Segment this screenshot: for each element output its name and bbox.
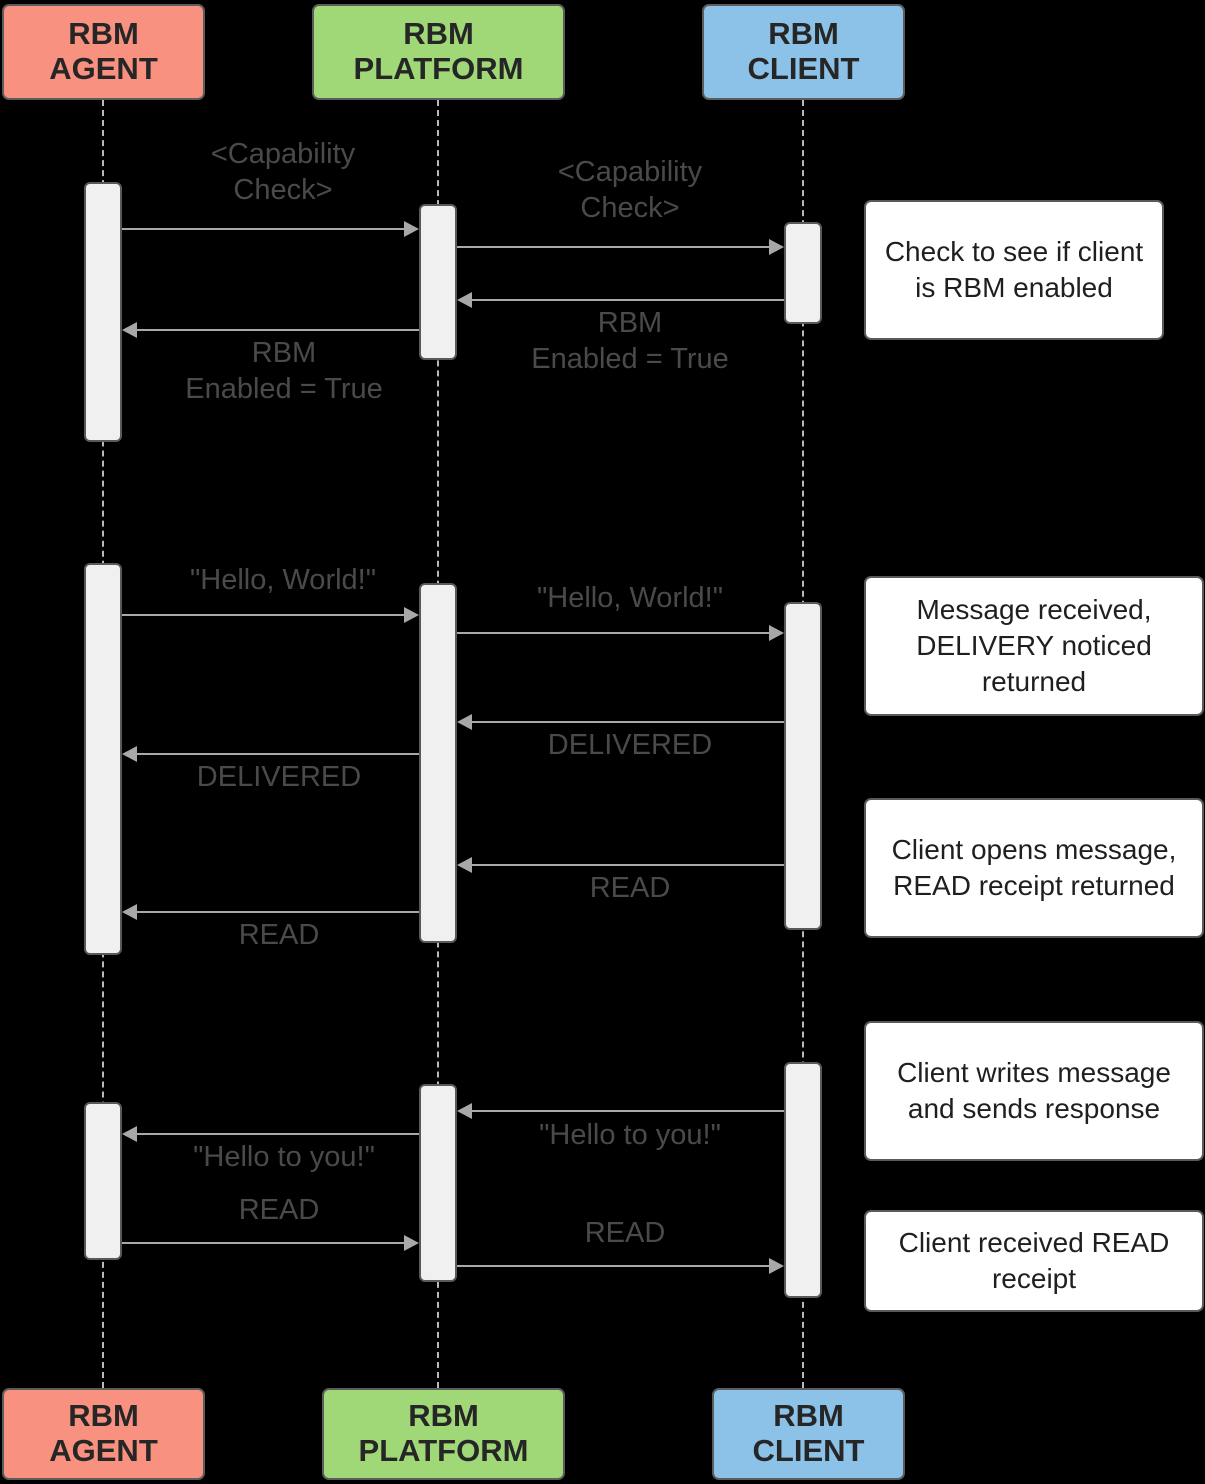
message-label-m7: DELIVERED (547, 729, 713, 761)
message-line-m1 (122, 228, 404, 230)
message-label-m12: "Hello to you!" (193, 1141, 375, 1173)
message-line-m9 (472, 864, 784, 866)
activation-platform-2 (419, 583, 457, 943)
message-arrowhead-m4 (122, 322, 137, 338)
message-line-m11 (472, 1110, 784, 1112)
participant-header-client-line1: RBM (768, 16, 839, 52)
message-arrowhead-m3 (457, 292, 472, 308)
message-line-m7 (472, 721, 784, 723)
activation-client-2 (784, 602, 822, 930)
participant-header-platform[interactable]: RBM PLATFORM (312, 4, 565, 100)
message-arrowhead-m7 (457, 714, 472, 730)
message-line-m4 (137, 329, 419, 331)
message-label-m13: READ (238, 1194, 320, 1226)
participant-footer-client[interactable]: RBM CLIENT (712, 1388, 905, 1480)
message-arrowhead-m13 (404, 1235, 419, 1251)
message-arrowhead-m12 (122, 1126, 137, 1142)
activation-client-3 (784, 1062, 822, 1298)
message-label-m8: DELIVERED (196, 761, 362, 793)
message-label-m10: READ (238, 919, 320, 951)
message-line-m2 (457, 246, 769, 248)
participant-header-platform-line1: RBM (403, 16, 474, 52)
message-line-m8 (137, 753, 419, 755)
activation-platform-3 (419, 1084, 457, 1282)
participant-header-client-line2: CLIENT (747, 51, 860, 86)
message-label-m2: <Capability Check> (557, 156, 703, 224)
message-arrowhead-m5 (404, 607, 419, 623)
message-label-m11: "Hello to you!" (539, 1119, 721, 1151)
participant-footer-agent-line1: RBM (68, 1398, 139, 1434)
message-label-m14: READ (584, 1217, 666, 1249)
message-line-m6 (457, 632, 769, 634)
participant-footer-agent-line2: AGENT (49, 1433, 158, 1468)
participant-footer-agent[interactable]: RBM AGENT (2, 1388, 205, 1480)
activation-agent-3 (84, 1102, 122, 1260)
activation-platform-1 (419, 204, 457, 360)
note-client-received-read: Client received READ receipt (864, 1210, 1204, 1312)
participant-header-agent-line2: AGENT (49, 51, 158, 86)
message-label-m9: READ (589, 872, 671, 904)
message-arrowhead-m10 (122, 904, 137, 920)
message-arrowhead-m2 (769, 239, 784, 255)
participant-header-platform-line2: PLATFORM (353, 51, 524, 86)
message-arrowhead-m9 (457, 857, 472, 873)
message-arrowhead-m6 (769, 625, 784, 641)
message-arrowhead-m8 (122, 746, 137, 762)
message-line-m5 (122, 614, 404, 616)
participant-header-agent[interactable]: RBM AGENT (2, 4, 205, 100)
note-client-opens-message: Client opens message, READ receipt retur… (864, 798, 1204, 938)
message-arrowhead-m11 (457, 1103, 472, 1119)
participant-footer-client-line2: CLIENT (752, 1433, 865, 1468)
activation-client-1 (784, 222, 822, 324)
message-arrowhead-m14 (769, 1258, 784, 1274)
message-line-m3 (472, 299, 784, 301)
activation-agent-2 (84, 563, 122, 955)
participant-footer-platform[interactable]: RBM PLATFORM (322, 1388, 565, 1480)
note-message-received: Message received, DELIVERY noticed retur… (864, 576, 1204, 716)
participant-footer-client-line1: RBM (773, 1398, 844, 1434)
participant-footer-platform-line2: PLATFORM (358, 1433, 529, 1468)
message-arrowhead-m1 (404, 221, 419, 237)
message-label-m3: RBM Enabled = True (531, 307, 729, 375)
note-client-writes-message: Client writes message and sends response (864, 1021, 1204, 1161)
participant-header-agent-line1: RBM (68, 16, 139, 52)
participant-footer-platform-line1: RBM (408, 1398, 479, 1434)
message-label-m1: <Capability Check> (210, 138, 356, 206)
note-capability-check: Check to see if client is RBM enabled (864, 200, 1164, 340)
message-label-m5: "Hello, World!" (189, 564, 377, 596)
participant-header-client[interactable]: RBM CLIENT (702, 4, 905, 100)
message-line-m10 (137, 911, 419, 913)
message-line-m14 (457, 1265, 769, 1267)
message-line-m13 (122, 1242, 404, 1244)
message-line-m12 (137, 1133, 419, 1135)
message-label-m4: RBM Enabled = True (185, 337, 383, 405)
activation-agent-1 (84, 182, 122, 442)
message-label-m6: "Hello, World!" (536, 582, 724, 614)
